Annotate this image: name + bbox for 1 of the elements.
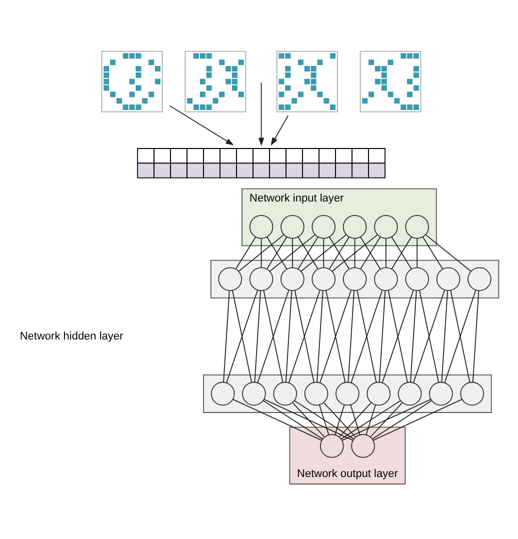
label: Network hidden layer	[20, 330, 124, 342]
